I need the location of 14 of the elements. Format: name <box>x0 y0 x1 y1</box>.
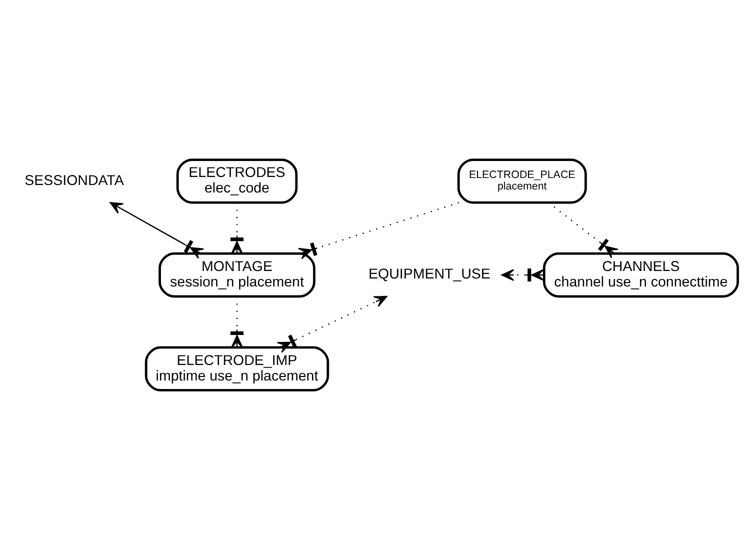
connector <box>548 202 618 258</box>
node-box: CHANNELS channel use_n connecttime <box>542 252 739 298</box>
arrow <box>276 295 388 352</box>
node-box: MONTAGE session_n placement <box>158 252 316 298</box>
connector <box>230 296 244 348</box>
arrow <box>501 268 544 282</box>
connector <box>230 202 244 254</box>
node-box: ELECTRODE_IMP imptime use_n placement <box>144 346 330 391</box>
arrow <box>110 202 204 258</box>
connector <box>298 202 460 259</box>
node-text: EQUIPMENT_USE <box>368 266 490 282</box>
node-text: SESSIONDATA <box>24 172 124 188</box>
node-box: ELECTRODES elec_code <box>176 158 298 204</box>
node-box: ELECTRODE_PLACE placement <box>457 158 587 204</box>
